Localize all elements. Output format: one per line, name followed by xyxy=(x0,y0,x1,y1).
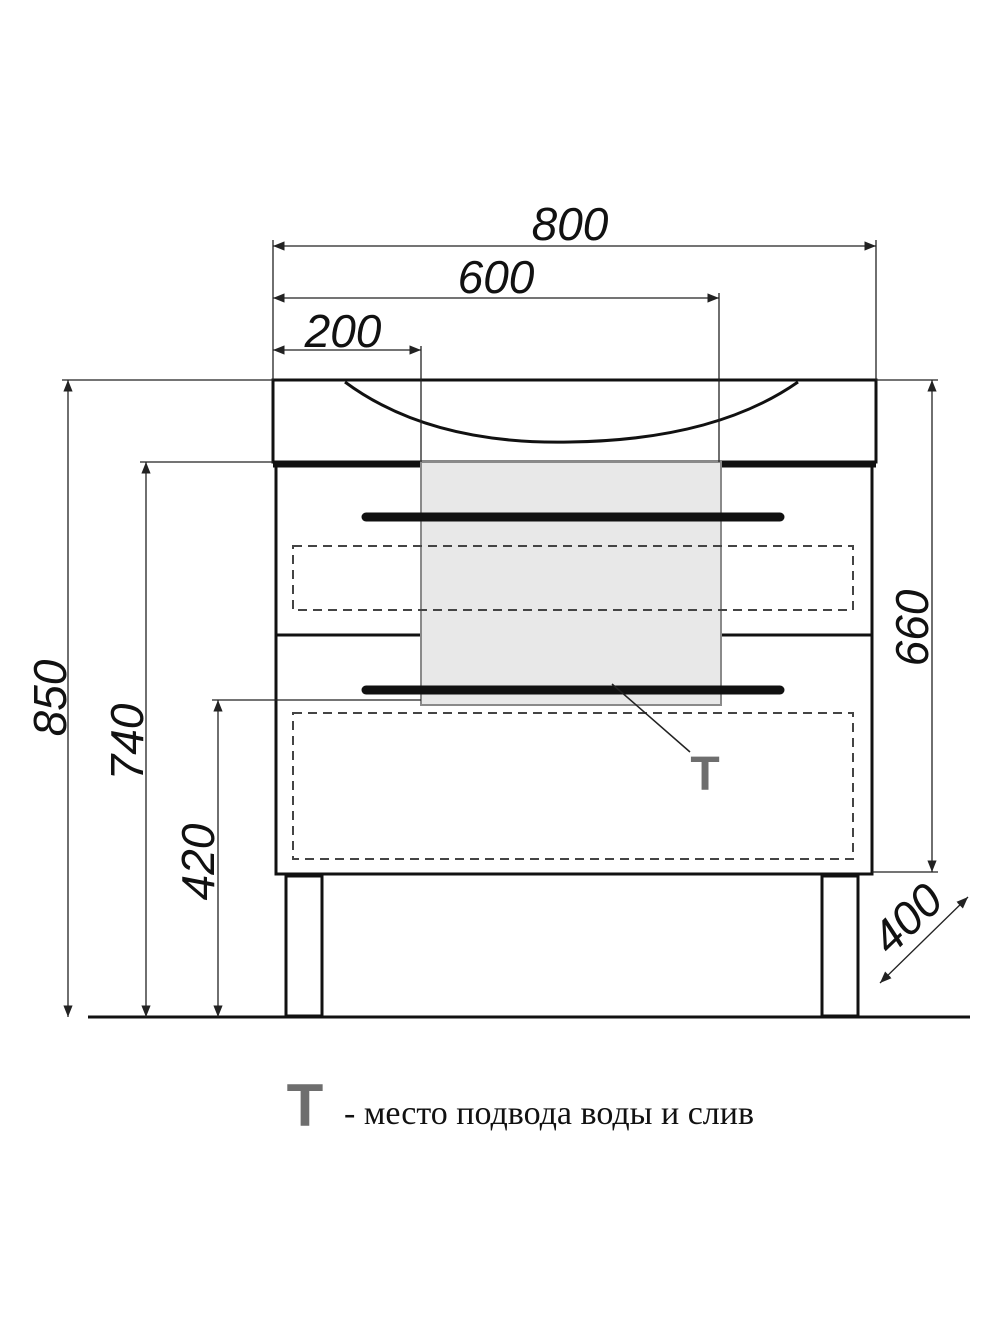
right-leg xyxy=(820,874,860,1018)
legend-symbol: T xyxy=(287,1072,324,1139)
dim-label-600: 600 xyxy=(458,251,535,303)
service-marker-label: T xyxy=(690,748,719,801)
dim-label-800: 800 xyxy=(532,198,609,250)
dim-label-200: 200 xyxy=(304,305,382,357)
dim-label-660: 660 xyxy=(886,589,938,666)
legend-text: - место подвода воды и слив xyxy=(344,1095,754,1132)
lower-drawer-inner-outline xyxy=(292,712,854,860)
left-leg xyxy=(284,874,324,1018)
dim-label-420: 420 xyxy=(172,823,224,900)
upper-drawer-inner-outline xyxy=(292,545,854,611)
dim-label-400: 400 xyxy=(861,873,953,964)
dim-label-740: 740 xyxy=(101,703,153,780)
basin-bowl-curve xyxy=(344,380,799,444)
service-marker-leader xyxy=(611,683,691,753)
dim-label-850: 850 xyxy=(24,659,76,736)
dim-line-400 xyxy=(879,896,969,984)
service-zone xyxy=(420,461,722,706)
countertop xyxy=(271,378,878,464)
